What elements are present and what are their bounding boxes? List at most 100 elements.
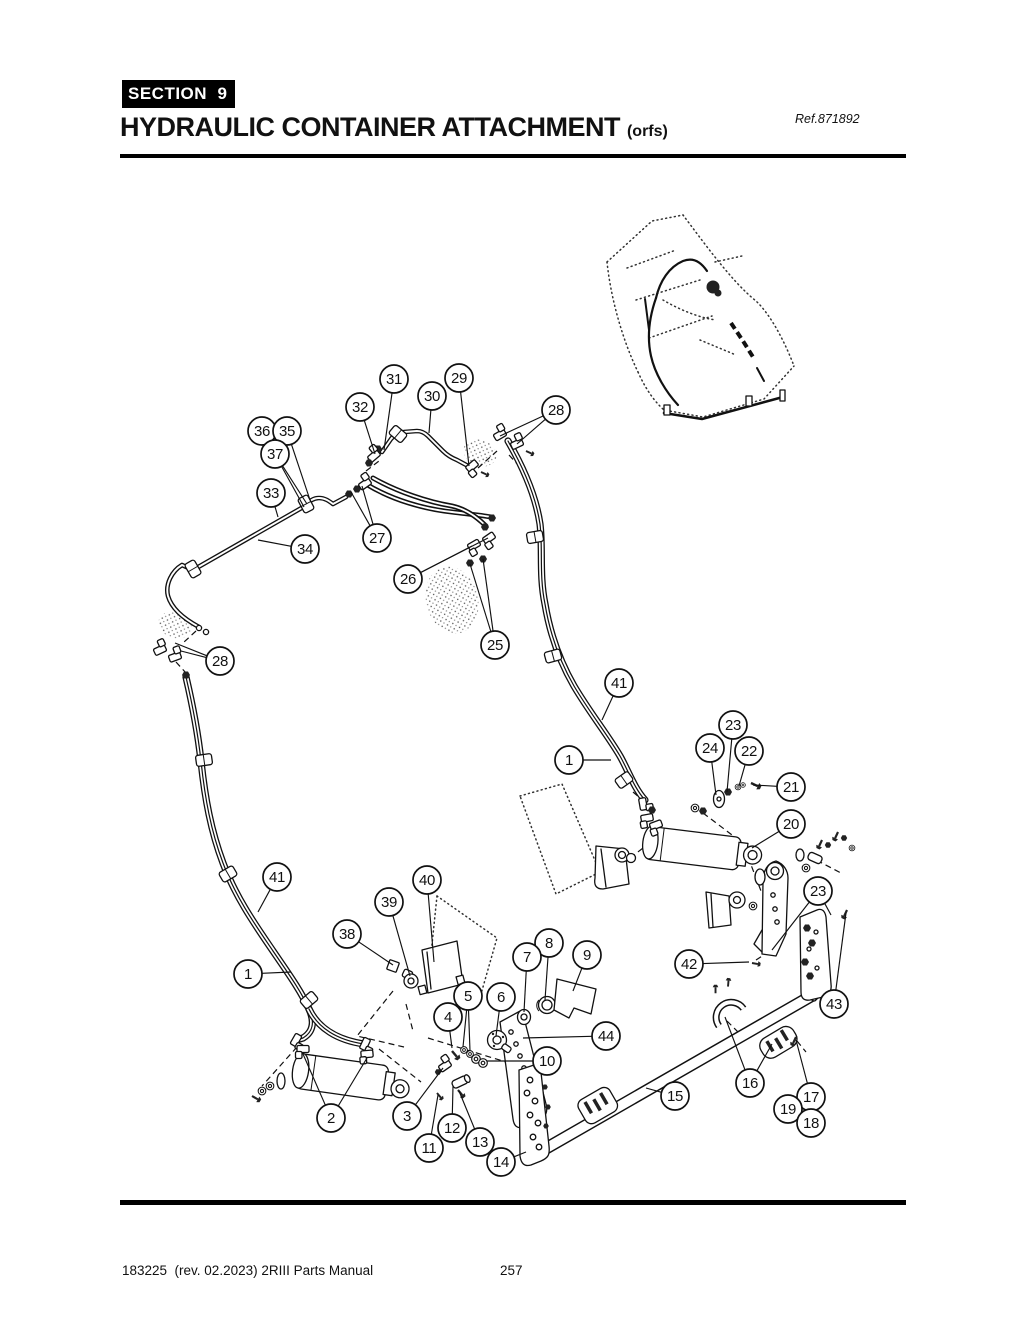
svg-text:35: 35 [279, 423, 295, 440]
callout-23-23: 23 [803, 876, 833, 906]
footer-doc-info: 183225 (rev. 02.2023) 2RIII Parts Manual [122, 1263, 374, 1278]
leader-line-24 [711, 761, 717, 796]
svg-text:14: 14 [493, 1154, 509, 1171]
callout-19-40: 19 [773, 1094, 803, 1124]
tube-clamp-mid [577, 1086, 619, 1125]
callout-43-33: 43 [819, 989, 849, 1019]
svg-text:41: 41 [611, 675, 627, 692]
svg-text:44: 44 [598, 1028, 614, 1045]
callout-5-31: 5 [453, 981, 483, 1011]
svg-text:21: 21 [783, 779, 799, 796]
callout-9-28: 9 [572, 940, 602, 970]
callout-2-42: 2 [316, 1103, 346, 1133]
svg-text:23: 23 [810, 883, 826, 900]
callout-21-19: 21 [776, 772, 806, 802]
leader-line-28 [499, 415, 544, 437]
svg-text:24: 24 [702, 740, 718, 757]
leader-line-9 [572, 967, 583, 992]
leader-line-5 [462, 1009, 468, 1048]
callout-7-27: 7 [512, 942, 542, 972]
svg-text:3: 3 [403, 1108, 411, 1125]
svg-text:5: 5 [464, 988, 472, 1005]
callout-18-41: 18 [796, 1108, 826, 1138]
leader-line-21 [752, 784, 778, 787]
svg-text:42: 42 [681, 956, 697, 973]
leader-line-33 [274, 506, 279, 518]
svg-text:43: 43 [826, 996, 842, 1013]
svg-text:25: 25 [487, 637, 503, 654]
callout-1-30: 1 [233, 959, 263, 989]
leader-line-3 [414, 1067, 444, 1106]
callout-41-21: 41 [262, 862, 292, 892]
callout-10-36: 10 [532, 1046, 562, 1076]
svg-text:27: 27 [369, 530, 385, 547]
callout-14-47: 14 [486, 1147, 516, 1177]
leader-line-29 [460, 391, 470, 467]
svg-text:26: 26 [400, 571, 416, 588]
leader-line-16 [724, 1016, 746, 1071]
lower-mount-plate [705, 891, 758, 929]
svg-text:8: 8 [545, 935, 553, 952]
leader-line-27 [361, 485, 374, 525]
leader-line-28 [516, 418, 546, 445]
svg-text:1: 1 [244, 966, 252, 983]
svg-text:10: 10 [539, 1053, 555, 1070]
leader-line-25 [482, 558, 494, 632]
callout-8-26: 8 [534, 928, 564, 958]
leader-line-25 [469, 563, 492, 632]
steel-tube-33-34 [165, 494, 349, 636]
bracket-plate-14 [518, 1062, 551, 1167]
callout-22-17: 22 [734, 736, 764, 766]
leader-line-28 [180, 650, 207, 659]
callout-26-11: 26 [393, 564, 423, 594]
mount-plate [594, 845, 637, 890]
callout-20-20: 20 [776, 809, 806, 839]
svg-text:1: 1 [565, 752, 573, 769]
cylinder-2 [291, 1052, 410, 1101]
svg-text:33: 33 [263, 485, 279, 502]
svg-text:6: 6 [497, 989, 505, 1006]
leader-line-1 [261, 971, 292, 974]
svg-text:17: 17 [803, 1089, 819, 1106]
leader-line-8 [544, 956, 549, 1001]
hose-bundle-left-41 [182, 673, 368, 1048]
svg-text:16: 16 [742, 1075, 758, 1092]
leader-line-41 [601, 695, 614, 721]
svg-text:36: 36 [254, 423, 270, 440]
callout-40-22: 40 [412, 865, 442, 895]
callout-25-12: 25 [480, 630, 510, 660]
stipple-shading [158, 439, 497, 639]
callout-42-29: 42 [674, 949, 704, 979]
callout-3-43: 3 [392, 1101, 422, 1131]
svg-text:2: 2 [327, 1110, 335, 1127]
svg-text:7: 7 [523, 949, 531, 966]
svg-text:4: 4 [444, 1009, 452, 1026]
callout-32-3: 32 [345, 392, 375, 422]
svg-text:23: 23 [725, 717, 741, 734]
u-clamp-16 [712, 977, 747, 1029]
leader-line-22 [738, 764, 746, 787]
page-title-text: HYDRAULIC CONTAINER ATTACHMENT [120, 112, 620, 142]
svg-text:34: 34 [297, 541, 313, 558]
svg-text:13: 13 [472, 1134, 488, 1151]
leader-line-42 [702, 961, 750, 965]
svg-text:31: 31 [386, 371, 402, 388]
svg-text:19: 19 [780, 1101, 796, 1118]
callout-44-35: 44 [591, 1021, 621, 1051]
leader-line-27 [350, 491, 371, 527]
svg-text:41: 41 [269, 869, 285, 886]
leader-line-37 [282, 465, 308, 505]
callout-27-9: 27 [362, 523, 392, 553]
callout-1-18: 1 [554, 745, 584, 775]
leader-line-12 [451, 1085, 454, 1115]
hose-bundle-right-41 [504, 437, 649, 804]
footer-page-number: 257 [500, 1263, 523, 1278]
leader-line-23 [824, 903, 832, 916]
callout-37-7: 37 [260, 439, 290, 469]
svg-text:29: 29 [451, 370, 467, 387]
leader-line-41 [257, 889, 271, 913]
leader-line-2 [302, 1053, 326, 1106]
